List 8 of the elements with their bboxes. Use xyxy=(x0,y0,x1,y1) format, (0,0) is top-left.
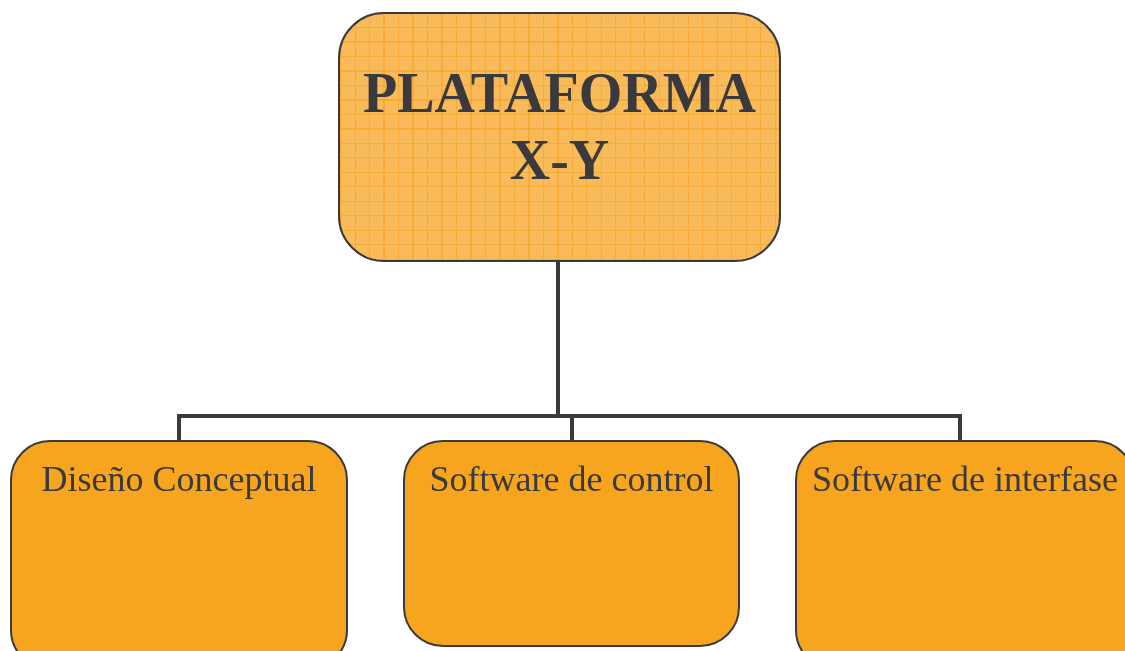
branch-label: Software de control xyxy=(429,458,714,501)
branch-box xyxy=(10,440,348,651)
branch-label: Diseño Conceptual xyxy=(41,458,317,501)
branch-label: Software de interfase xyxy=(812,458,1118,501)
branch-box xyxy=(403,440,740,647)
title-text: PLATAFORMA X-Y xyxy=(362,60,757,193)
branch-box xyxy=(795,440,1125,651)
root-box xyxy=(338,12,781,262)
